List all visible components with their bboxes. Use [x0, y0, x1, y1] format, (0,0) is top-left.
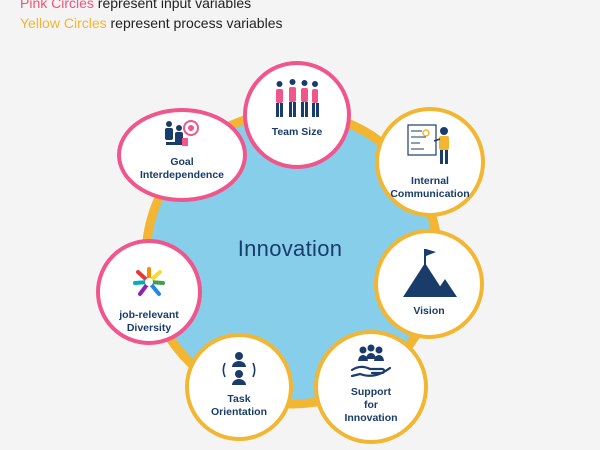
node-vision-label: Vision — [413, 305, 445, 317]
node-task-orientation-label: Task Orientation — [210, 393, 267, 418]
node-support-for-innovation: Support for Innovation — [314, 330, 428, 444]
node-goal-interdependence-label: Goal Interdependence — [139, 156, 225, 181]
team-target-icon — [121, 118, 243, 157]
node-team-size-label: Team Size — [271, 126, 323, 138]
node-team-size: Team Size — [243, 61, 351, 169]
legend-yellow-text: represent process variables — [106, 15, 283, 31]
center-label: Innovation — [237, 236, 343, 261]
node-support-for-innovation-label: Support for Innovation — [344, 386, 398, 424]
group-of-people-icon — [247, 77, 347, 126]
hand-holding-people-icon — [318, 344, 424, 385]
legend-pink-text: represent input variables — [93, 0, 252, 11]
people-cycle-icon — [189, 349, 289, 394]
legend-pink-line: Pink Circles represent input variables — [20, 0, 283, 13]
node-goal-interdependence: Goal Interdependence — [117, 108, 247, 202]
mountain-flag-icon — [378, 247, 480, 304]
legend-pink-term: Pink Circles — [20, 0, 94, 11]
node-job-relevant-diversity: job-relevant Diversity — [96, 239, 202, 345]
colorful-hands-icon — [100, 267, 198, 302]
node-job-relevant-diversity-label: job-relevant Diversity — [119, 309, 179, 334]
legend-yellow-term: Yellow Circles — [20, 15, 107, 31]
node-vision: Vision — [374, 229, 484, 339]
legend-yellow-line: Yellow Circles represent process variabl… — [20, 13, 283, 33]
node-task-orientation: Task Orientation — [185, 333, 293, 441]
legend: Pink Circles represent input variables Y… — [20, 0, 283, 33]
node-internal-communication-label: Internal Communication — [390, 175, 470, 200]
presentation-board-icon — [379, 121, 481, 174]
node-internal-communication: Internal Communication — [375, 107, 485, 217]
